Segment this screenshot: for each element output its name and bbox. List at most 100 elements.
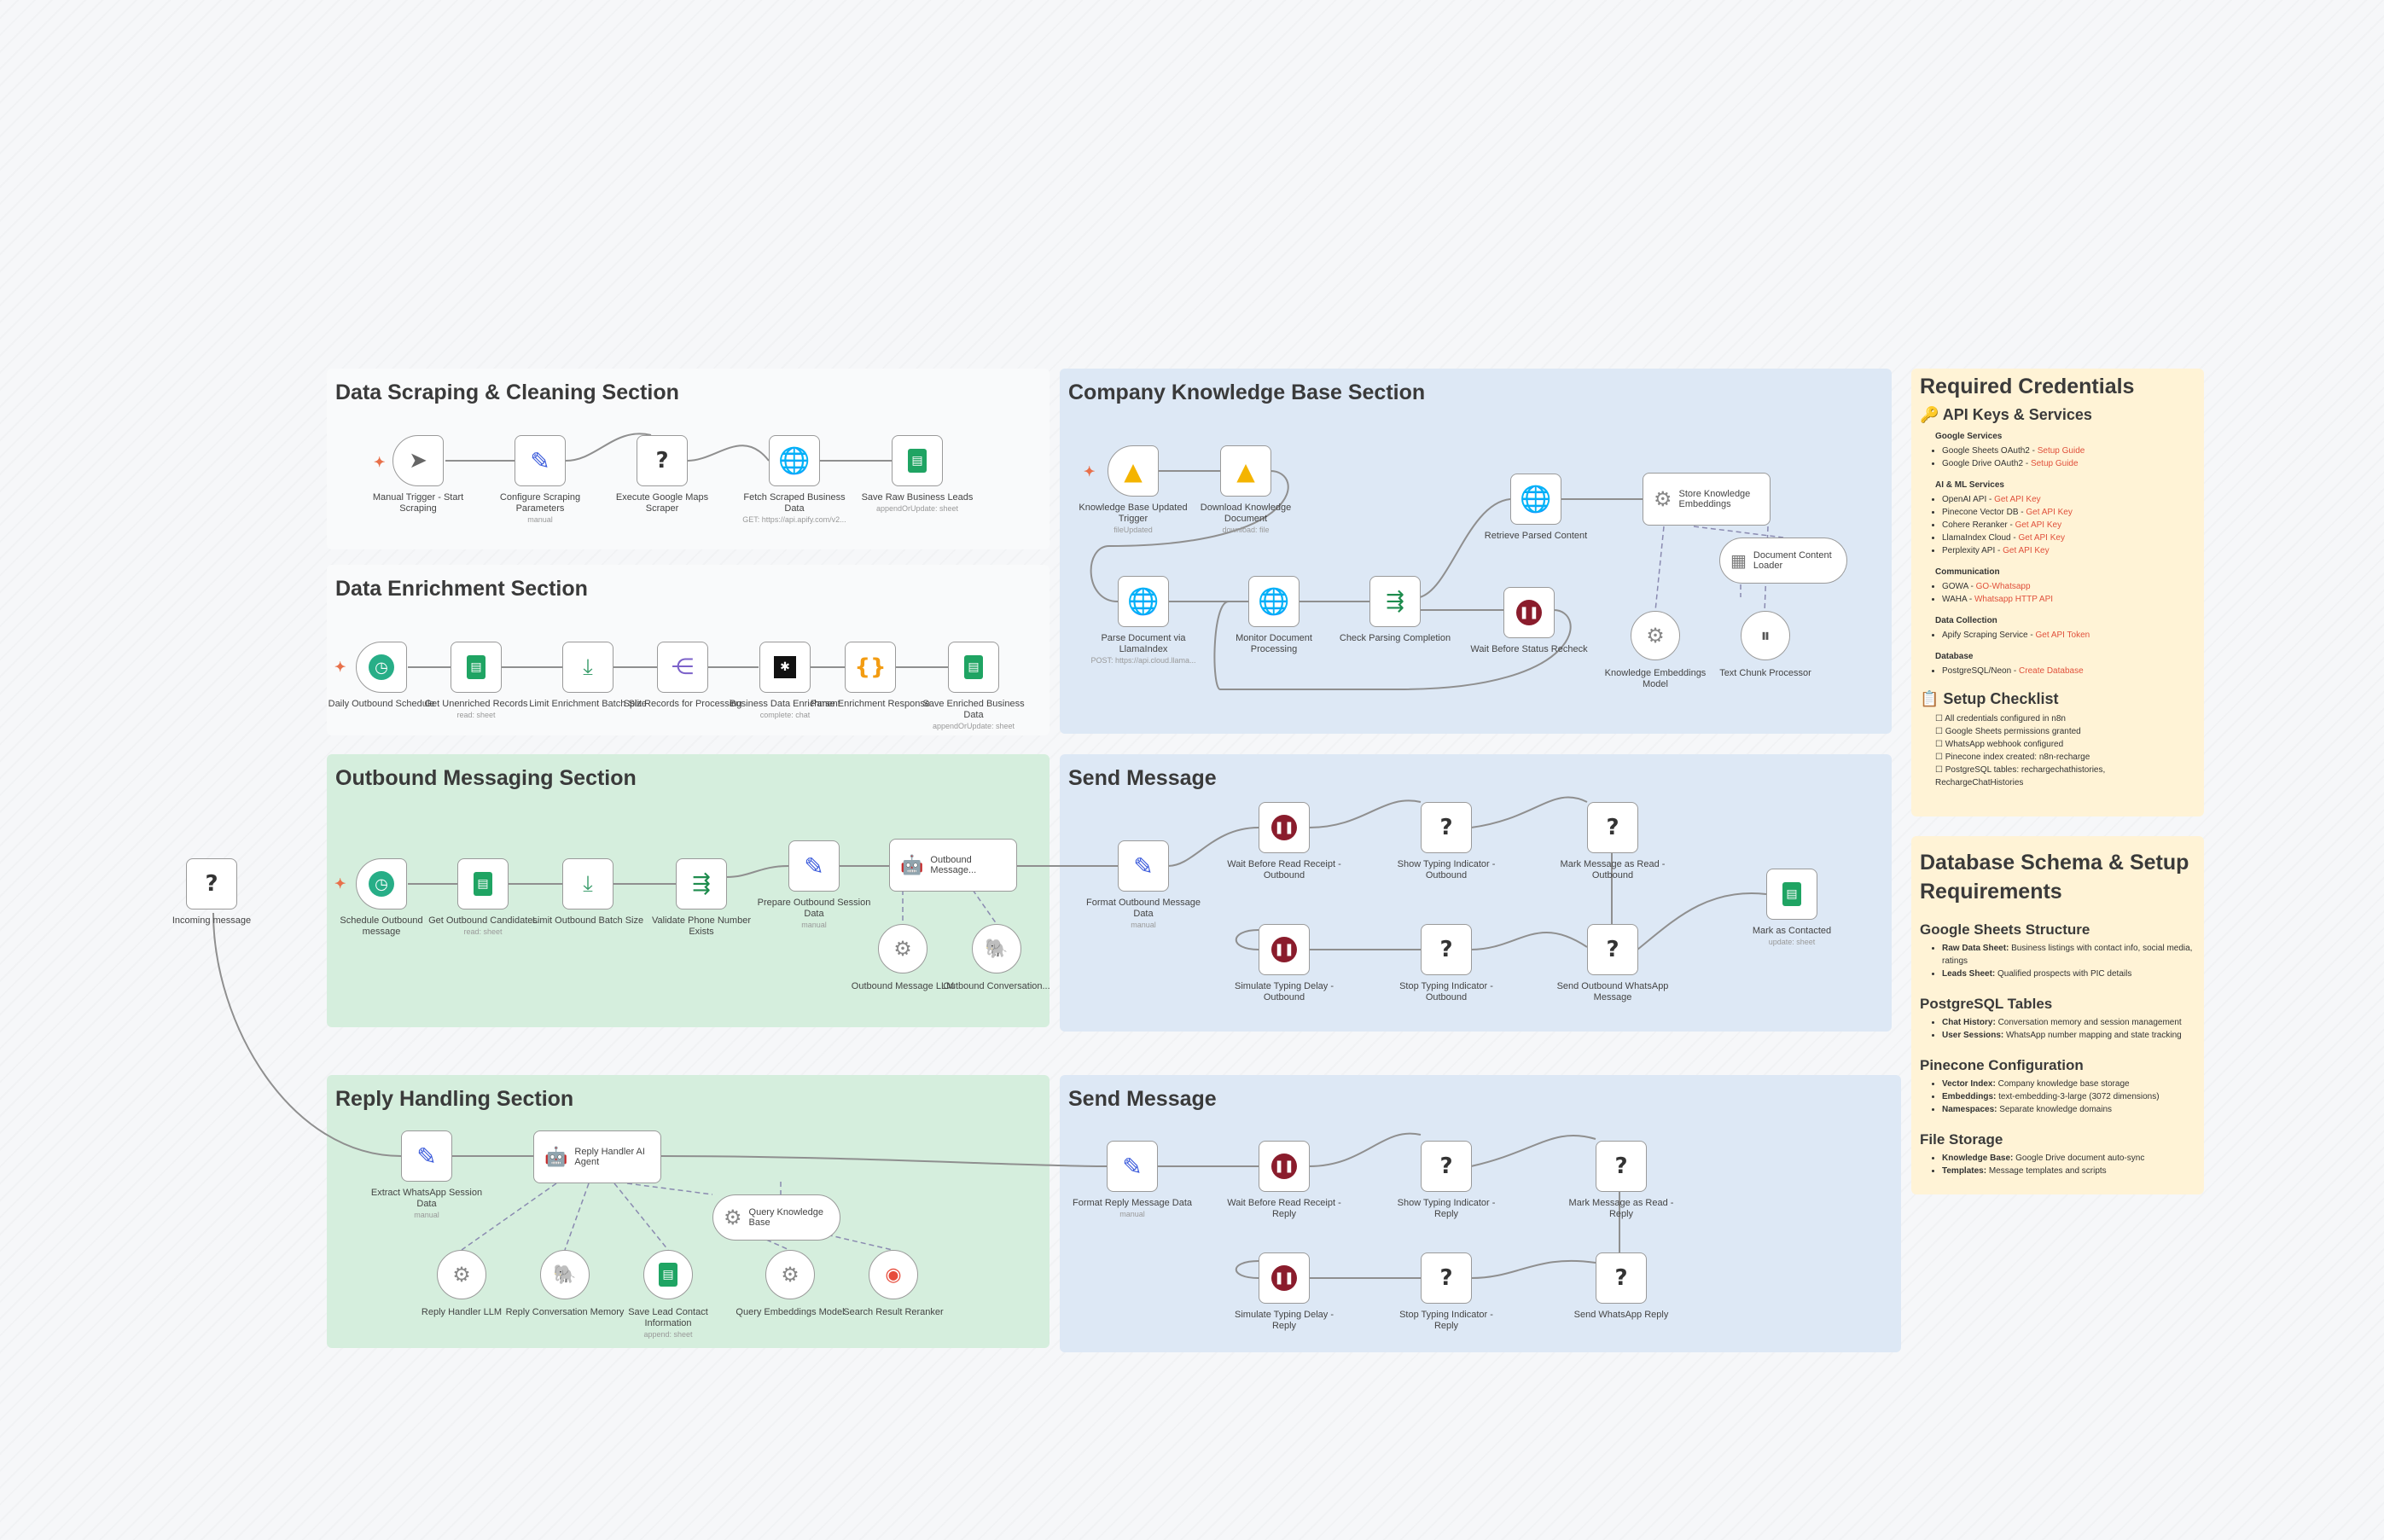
send-message-section-2[interactable]: Send Message bbox=[1060, 1075, 1901, 1352]
credential-link[interactable]: Get API Token bbox=[2035, 631, 2090, 640]
schema-item-key: User Sessions: bbox=[1942, 1031, 2004, 1040]
reply-llm-node[interactable]: ⚙Reply Handler LLM bbox=[422, 1250, 502, 1317]
pencil-icon: ✎ bbox=[1122, 1152, 1143, 1181]
send-reply-node[interactable]: ?Send WhatsApp Reply bbox=[1574, 1252, 1668, 1320]
execute-maps-node[interactable]: ?Execute Google Maps Scraper bbox=[616, 435, 708, 514]
checkbox-icon[interactable]: ☐ bbox=[1935, 714, 1945, 724]
reply-agent-node[interactable]: 🤖Reply Handler AI Agent bbox=[533, 1130, 661, 1183]
query-kb-node[interactable]: ⚙Query Knowledge Base bbox=[712, 1194, 840, 1241]
pause-icon: ❚❚ bbox=[1271, 815, 1297, 840]
stop-typing-out-node[interactable]: ?Stop Typing Indicator - Outbound bbox=[1399, 924, 1493, 1002]
stop-typing-reply-node[interactable]: ?Stop Typing Indicator - Reply bbox=[1399, 1252, 1493, 1331]
sheets-list: Raw Data Sheet: Business listings with c… bbox=[1920, 942, 2195, 980]
node-label: Outbound Conversation... bbox=[943, 981, 1050, 991]
mark-read-reply-node[interactable]: ?Mark Message as Read - Reply bbox=[1569, 1141, 1673, 1219]
node-label: Check Parsing Completion bbox=[1339, 633, 1451, 643]
wait-read-reply-node[interactable]: ❚❚Wait Before Read Receipt - Reply bbox=[1227, 1141, 1341, 1219]
trigger-marker: ✦ bbox=[1084, 465, 1096, 479]
checkbox-icon[interactable]: ☐ bbox=[1935, 727, 1945, 736]
limit-outbound-node[interactable]: ⤓Limit Outbound Batch Size bbox=[532, 858, 643, 926]
outbound-llm-node[interactable]: ⚙Outbound Message LLM bbox=[852, 924, 954, 991]
query-emb-node[interactable]: ⚙Query Embeddings Model bbox=[736, 1250, 845, 1317]
text-chunk-node[interactable]: ⏸Text Chunk Processor bbox=[1719, 611, 1811, 678]
credentials-note[interactable]: Required Credentials 🔑 API Keys & Servic… bbox=[1911, 369, 2204, 816]
schema-note[interactable]: Database Schema & Setup Requirements Goo… bbox=[1911, 836, 2204, 1194]
monitor-doc-node[interactable]: 🌐Monitor Document Processing bbox=[1236, 576, 1312, 654]
pause-icon: ❚❚ bbox=[1271, 1154, 1297, 1179]
daily-schedule-node[interactable]: ◷Daily Outbound Schedule bbox=[329, 642, 434, 709]
send-outbound-node[interactable]: ?Send Outbound WhatsApp Message bbox=[1557, 924, 1668, 1002]
schema-item-key: Knowledge Base: bbox=[1942, 1154, 2014, 1163]
parse-enrichment-node[interactable]: {}Parse Enrichment Response bbox=[811, 642, 930, 709]
credential-item: Google Drive OAuth2 - Setup Guide bbox=[1942, 457, 2195, 470]
validate-phone-node[interactable]: ⇶Validate Phone Number Exists bbox=[652, 858, 751, 937]
checklist-item[interactable]: ☐ PostgreSQL tables: rechargechathistori… bbox=[1935, 764, 2195, 789]
store-embeddings-node[interactable]: ⚙Store Knowledge Embeddings bbox=[1643, 473, 1771, 526]
credential-link[interactable]: Whatsapp HTTP API bbox=[1974, 595, 2054, 604]
schema-item-text: Message templates and scripts bbox=[1986, 1166, 2107, 1176]
check-parsing-node[interactable]: ⇶Check Parsing Completion bbox=[1340, 576, 1451, 643]
retrieve-parsed-node[interactable]: 🌐Retrieve Parsed Content bbox=[1485, 474, 1587, 541]
checklist-item[interactable]: ☐ WhatsApp webhook configured bbox=[1935, 738, 2195, 751]
checkbox-icon[interactable]: ☐ bbox=[1935, 740, 1945, 749]
credential-link[interactable]: Setup Guide bbox=[2030, 459, 2079, 468]
mark-read-out-node[interactable]: ?Mark Message as Read - Outbound bbox=[1561, 802, 1665, 880]
credential-link[interactable]: Get API Key bbox=[1994, 495, 2041, 504]
credential-link[interactable]: Get API Key bbox=[2003, 546, 2050, 555]
credential-link[interactable]: Get API Key bbox=[2018, 533, 2065, 543]
pinecone-list: Vector Index: Company knowledge base sto… bbox=[1920, 1078, 2195, 1116]
credential-link[interactable]: Create Database bbox=[2019, 666, 2084, 676]
checklist-text: All credentials configured in n8n bbox=[1945, 714, 2066, 724]
section-title: Data Enrichment Section bbox=[335, 577, 588, 601]
checklist-item[interactable]: ☐ All credentials configured in n8n bbox=[1935, 712, 2195, 725]
checkbox-icon[interactable]: ☐ bbox=[1935, 765, 1945, 775]
credential-name: PostgreSQL/Neon - bbox=[1942, 666, 2020, 676]
reranker-node[interactable]: ◉Search Result Reranker bbox=[843, 1250, 944, 1317]
typing-reply-node[interactable]: ?Show Typing Indicator - Reply bbox=[1398, 1141, 1495, 1219]
split-records-node[interactable]: ⋲Split Records for Processing bbox=[624, 642, 741, 709]
sim-delay-reply-node[interactable]: ❚❚Simulate Typing Delay - Reply bbox=[1235, 1252, 1334, 1331]
enrichment-section[interactable]: Data Enrichment Section bbox=[327, 565, 1050, 735]
node-label: Limit Enrichment Batch Size bbox=[529, 699, 647, 709]
reply-memory-node[interactable]: 🐘Reply Conversation Memory bbox=[506, 1250, 624, 1317]
outbound-agent-node[interactable]: 🤖Outbound Message... bbox=[889, 839, 1017, 892]
wait-status-node[interactable]: ❚❚Wait Before Status Recheck bbox=[1470, 587, 1588, 654]
pg-heading: PostgreSQL Tables bbox=[1920, 996, 2053, 1012]
manual-trigger-node[interactable]: ➤Manual Trigger - Start Scraping bbox=[373, 435, 463, 514]
schedule-outbound-node[interactable]: ◷Schedule Outbound message bbox=[340, 858, 423, 937]
credential-list: GOWA - GO-WhatsappWAHA - Whatsapp HTTP A… bbox=[1920, 580, 2195, 606]
wait-read-out-node[interactable]: ❚❚Wait Before Read Receipt - Outbound bbox=[1227, 802, 1341, 880]
reply-section[interactable]: Reply Handling Section bbox=[327, 1075, 1050, 1348]
checklist-item[interactable]: ☐ Google Sheets permissions granted bbox=[1935, 725, 2195, 738]
typing-out-node[interactable]: ?Show Typing Indicator - Outbound bbox=[1398, 802, 1495, 880]
sim-delay-out-node[interactable]: ❚❚Simulate Typing Delay - Outbound bbox=[1235, 924, 1334, 1002]
credential-link[interactable]: Get API Key bbox=[2026, 508, 2073, 517]
checklist-item[interactable]: ☐ Pinecone index created: n8n-recharge bbox=[1935, 751, 2195, 764]
limit-enrichment-node[interactable]: ⤓Limit Enrichment Batch Size bbox=[529, 642, 647, 709]
credential-link[interactable]: Setup Guide bbox=[2037, 446, 2085, 456]
credential-link[interactable]: GO-Whatsapp bbox=[1975, 582, 2031, 591]
credential-list: PostgreSQL/Neon - Create Database bbox=[1920, 665, 2195, 677]
kb-emb-model-node[interactable]: ⚙Knowledge Embeddings Model bbox=[1605, 611, 1706, 689]
incoming-message-node[interactable]: ?Incoming message bbox=[172, 858, 251, 926]
doc-loader-node[interactable]: ▦Document Content Loader bbox=[1719, 538, 1847, 584]
checkbox-icon[interactable]: ☐ bbox=[1935, 753, 1945, 762]
outbound-conv-node[interactable]: 🐘Outbound Conversation... bbox=[943, 924, 1050, 991]
credential-link[interactable]: Get API Key bbox=[2015, 520, 2062, 530]
